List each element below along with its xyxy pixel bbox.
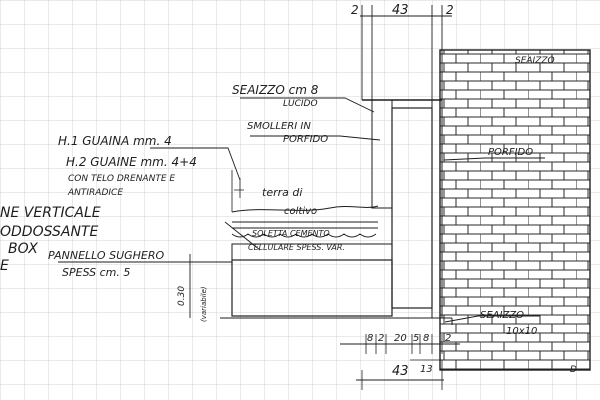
lucido-label: LUCIDO: [283, 99, 318, 109]
dim-bottom-3: 20: [394, 333, 407, 344]
guaine-h2-label: H.2 GUAINE mm. 4+4: [66, 155, 197, 169]
brick-wall: [439, 49, 591, 371]
margin-box-label: BOX: [8, 241, 38, 257]
dim-bottom-13: 13: [420, 364, 433, 375]
dim-top-middle: 43: [392, 3, 409, 18]
size-10x10-label: 10x10: [506, 326, 537, 337]
telo-drenante-label: CON TELO DRENANTE E: [68, 174, 175, 184]
dim-bottom-5: 8: [423, 333, 429, 344]
top-dimension: 2 43 2: [351, 3, 454, 100]
floor-section: [220, 170, 453, 325]
depth-dim-label: 0.30: [177, 286, 187, 306]
dim-top-right: 2: [446, 3, 454, 17]
smolleri-label: SMOLLERI IN: [247, 121, 311, 132]
terra-label-2: coltivo: [284, 206, 317, 217]
dim-bottom-6: 2: [445, 333, 451, 344]
corner-mark: D: [570, 365, 577, 375]
margin-addossante-label: ODDOSSANTE: [0, 224, 98, 240]
dim-bottom-1: 8: [367, 333, 373, 344]
pannello-label-2: SPESS cm. 5: [62, 266, 130, 279]
seaizzo-cm8-label: SEAIZZO cm 8: [232, 83, 319, 97]
dim-bottom-2: 2: [378, 333, 384, 344]
porfido-right-label: PORFIDO: [488, 147, 533, 158]
seaizzo-bottom-label: SEAIZZO: [480, 310, 524, 321]
antiradice-label: ANTIRADICE: [67, 188, 123, 198]
porfido-left-label: PORFIDO: [283, 134, 328, 145]
dim-bottom-4: 5: [413, 333, 419, 344]
margin-verticale-label: NE VERTICALE: [0, 205, 101, 221]
soletta-label-1: SOLETTA CEMENTO: [252, 229, 330, 238]
margin-e-label: E: [0, 258, 9, 274]
seaizzo-top-label: SEAIZZO: [515, 56, 555, 66]
dim-top-left: 2: [351, 3, 359, 17]
soletta-label-2: CELLULARE SPESS. VAR.: [248, 243, 345, 252]
terra-label-1: terra di: [262, 186, 302, 199]
leader-lines: [58, 97, 545, 323]
bottom-dimension: 8 2 20 5 8 2 43 13: [340, 333, 460, 390]
pannello-label-1: PANNELLO SUGHERO: [48, 249, 165, 262]
guaina-h1-label: H.1 GUAINA mm. 4: [58, 134, 172, 148]
dim-bottom-total: 43: [392, 364, 409, 379]
variabile-label: (variabile): [200, 286, 208, 322]
